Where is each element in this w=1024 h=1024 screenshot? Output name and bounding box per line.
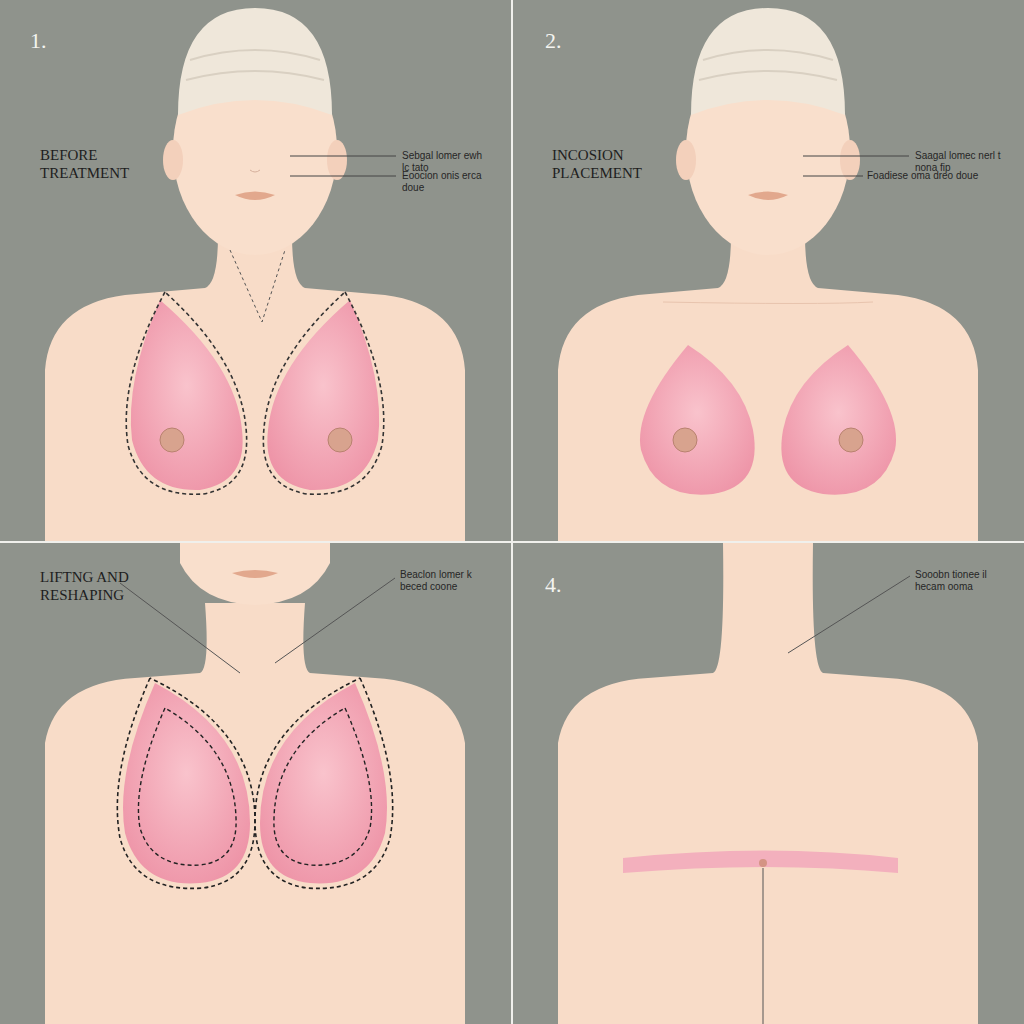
step-title: LIFTNG AND RESHAPING xyxy=(40,568,160,604)
panel-number: 4. xyxy=(545,572,605,598)
panel-before xyxy=(45,8,465,541)
step-title: BEFORE TREATMENT xyxy=(40,146,160,182)
panel-incision xyxy=(558,8,978,541)
annotation: Sooobn tionee il hecam ooma xyxy=(915,569,1005,593)
annotation: Foadiese oma dreo doue xyxy=(867,170,1007,182)
panel-number: 2. xyxy=(545,28,605,54)
annotation: Eoocion onis erca doue xyxy=(402,170,487,194)
panel-lifting xyxy=(45,543,465,1024)
annotation: Beaclon lomer k beced coone xyxy=(400,569,490,593)
panel-number: 1. xyxy=(30,28,90,54)
step-title: INCOSION PLACEMENT xyxy=(552,146,672,182)
panel-result xyxy=(558,543,978,1024)
